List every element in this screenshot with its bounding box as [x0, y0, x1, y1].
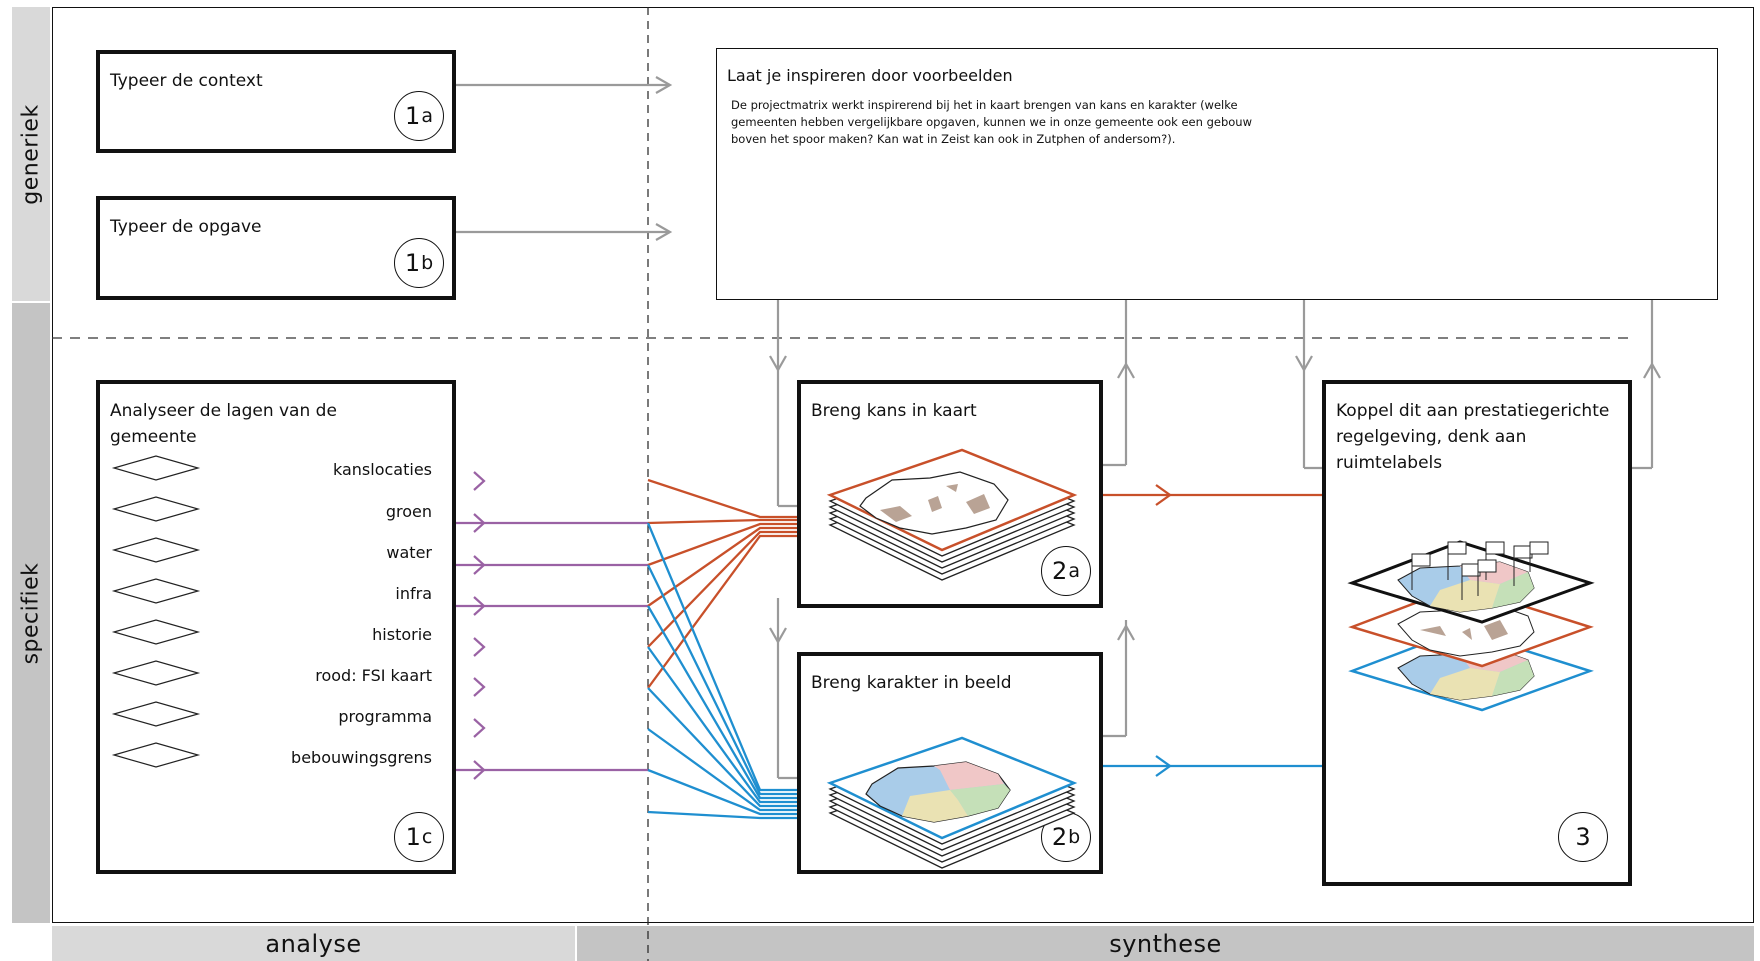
layer-diamond-icon	[111, 619, 201, 645]
layer-label-programma: programma	[338, 707, 432, 726]
layer-label-water: water	[386, 543, 432, 562]
step-3-box: Koppel dit aan prestatiegerichte regelge…	[1322, 380, 1632, 886]
layer-diamond-icon	[111, 578, 201, 604]
inspire-title: Laat je inspireren door voorbeelden	[727, 66, 1013, 85]
step-1a-title: Typeer de context	[110, 71, 263, 91]
layer-diamond-icon	[111, 742, 201, 768]
inspire-description: De projectmatrix werkt inspirerend bij h…	[731, 98, 1252, 146]
step-1c-title: Analyseer de lagen van de gemeente	[110, 401, 337, 447]
layer-diamond-icon	[111, 537, 201, 563]
layer-diamond-icon	[111, 660, 201, 686]
layer-diamond-icon	[111, 496, 201, 522]
step-2b-title: Breng karakter in beeld	[811, 673, 1012, 693]
layer-diamonds	[111, 455, 201, 768]
inspire-box: Laat je inspireren door voorbeelden De p…	[716, 48, 1718, 300]
layer-label-historie: historie	[372, 625, 432, 644]
layer-label-groen: groen	[385, 502, 432, 521]
layer-label-rood: rood: FSI kaart	[315, 666, 432, 685]
step-3-badge: 3	[1558, 812, 1608, 862]
step-1b-title: Typeer de opgave	[110, 217, 262, 237]
layer-label-bebouwingsgrens: bebouwingsgrens	[291, 748, 432, 767]
step-1c-box: Analyseer de lagen van de gemeente kansl…	[96, 380, 456, 874]
column-label-synthese: synthese	[1109, 929, 1222, 958]
column-label-analyse: analyse	[265, 929, 362, 958]
step-3-title: Koppel dit aan prestatiegerichte regelge…	[1336, 401, 1610, 473]
diagram-frame	[52, 7, 1754, 923]
layer-diamond-icon	[111, 701, 201, 727]
layer-label-infra: infra	[395, 584, 432, 603]
band-synthese	[577, 926, 1754, 961]
band-generiek	[12, 7, 50, 301]
layer-diamond-icon	[111, 455, 201, 481]
band-analyse	[52, 926, 575, 961]
layer-label-kanslocaties: kanslocaties	[333, 460, 432, 479]
band-specifiek	[12, 303, 50, 923]
step-2a-title: Breng kans in kaart	[811, 401, 977, 421]
